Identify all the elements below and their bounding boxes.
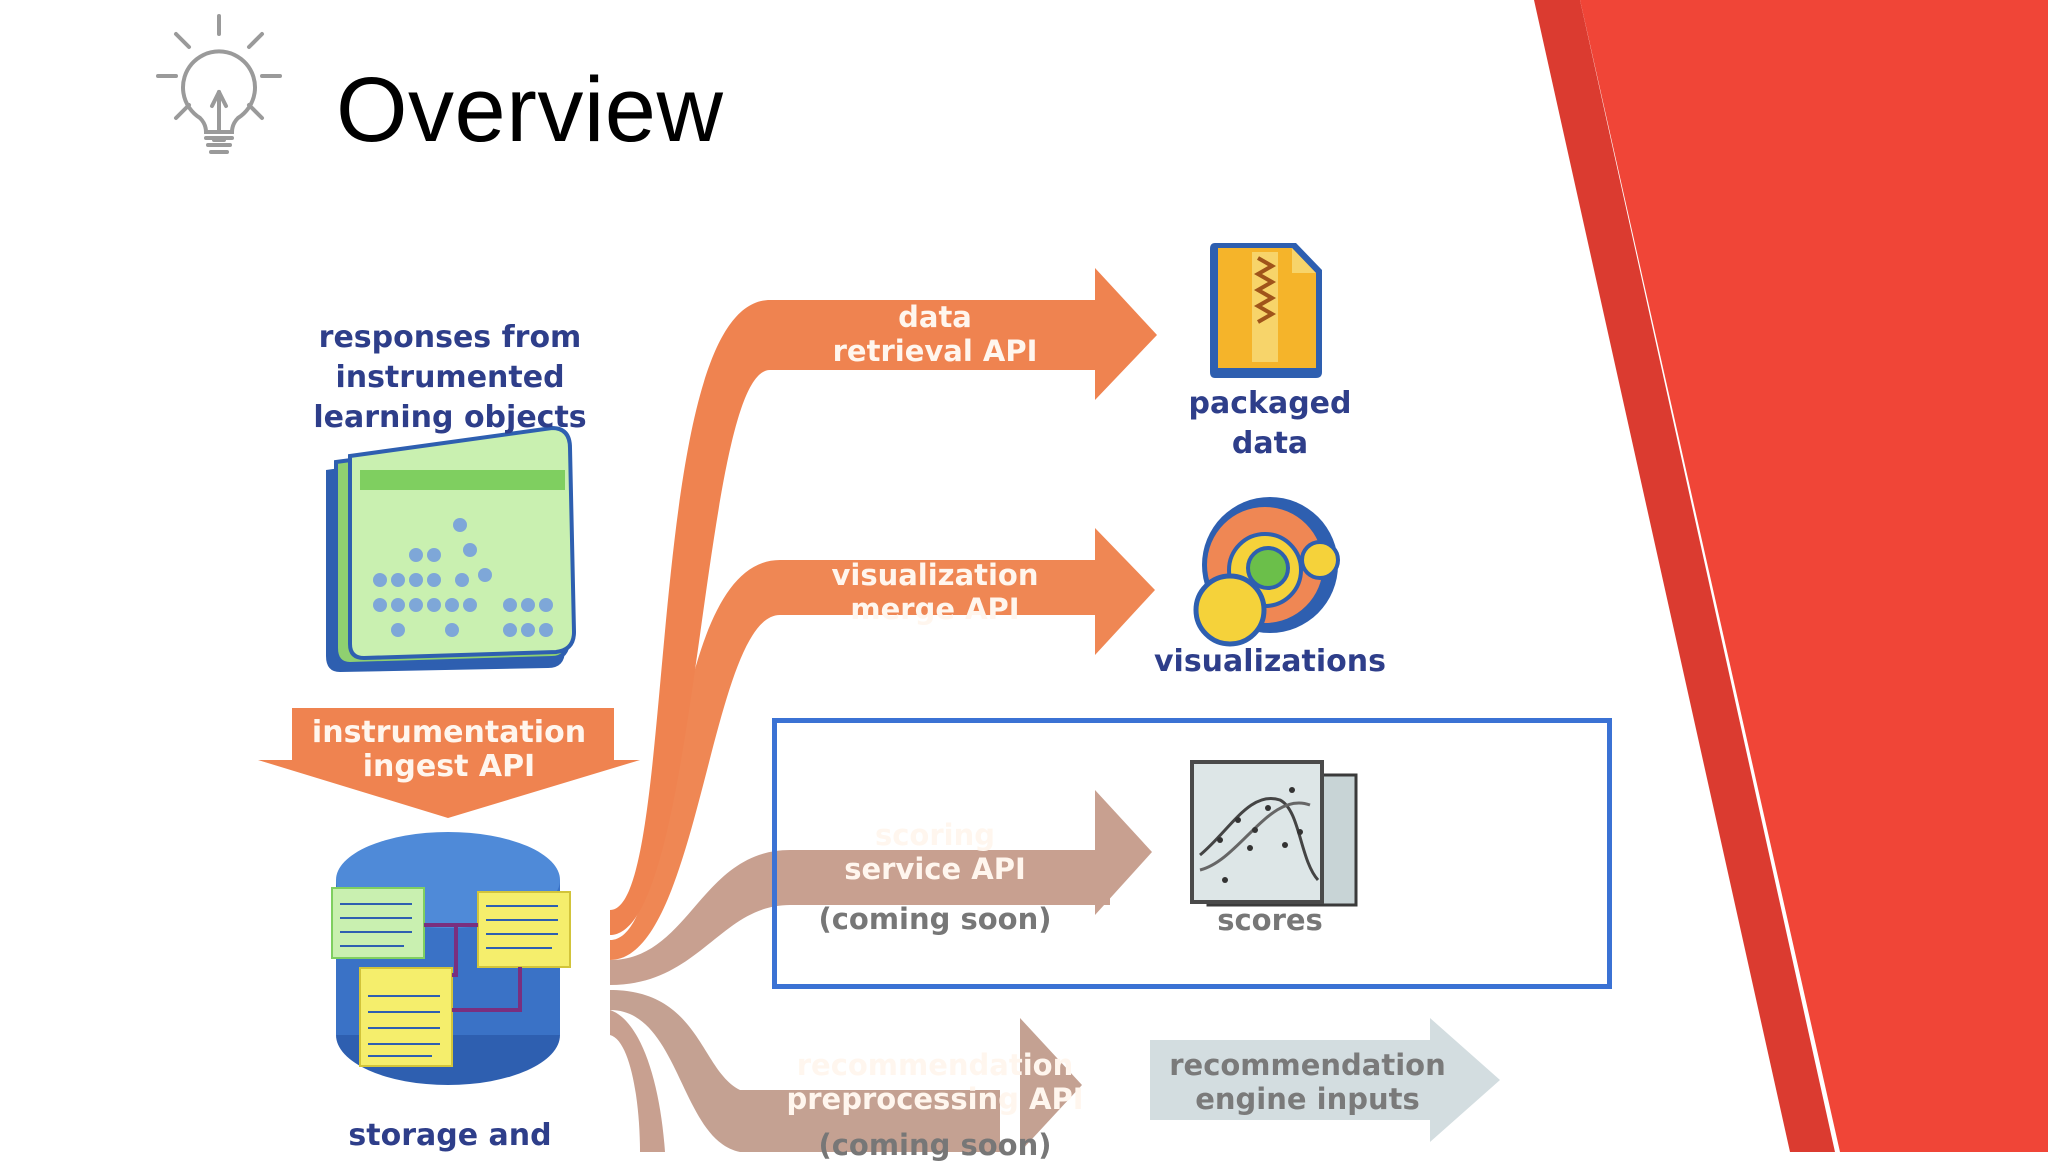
ingest-api-label-line: ingest API (362, 749, 536, 784)
flow-label-data-retrieval: data retrieval API (800, 300, 1070, 368)
arrow-icon (1150, 1018, 1500, 1142)
learning-objects-icon (326, 425, 577, 672)
flow-ribbon-visualization (610, 560, 1110, 960)
output-label-line: scores (1217, 903, 1323, 937)
flow-ribbon-recommendation (610, 990, 1000, 1152)
output-label-packaged-data: packaged data (1160, 384, 1380, 464)
flow-label-line: retrieval API (832, 334, 1038, 368)
zip-file-icon (1210, 243, 1322, 378)
lightbulb-icon (156, 14, 282, 154)
output-label-line: recommendation (1169, 1048, 1446, 1082)
flow-label-line: data (898, 300, 972, 334)
arrow-head-scoring (1095, 790, 1152, 915)
flow-note-scoring: (coming soon) (818, 902, 1052, 936)
output-label-recommendation-engine: recommendation engine inputs (1150, 1048, 1465, 1116)
accent-panel-dark (1534, 0, 1835, 1152)
scatter-plot-icon (1190, 760, 1358, 907)
output-label-line: data (1231, 426, 1309, 461)
flow-label-visualization: visualization merge API (800, 558, 1070, 626)
arrow-head-visualization (1095, 528, 1155, 655)
flow-label-line: merge API (850, 592, 1020, 626)
ingest-api-label-line: instrumentation (311, 715, 587, 750)
storage-label-line: storage and (348, 1118, 552, 1153)
ingest-api-label: instrumentation ingest API (298, 716, 600, 784)
output-label-line: visualizations (1153, 644, 1387, 679)
flow-label-recommendation: recommendation preprocessing API (770, 1048, 1100, 1116)
flow-label-line: preprocessing API (786, 1082, 1084, 1116)
flow-label-line: recommendation (796, 1048, 1074, 1082)
venn-circles-icon (1193, 497, 1340, 647)
flow-ribbon-scoring (610, 850, 1110, 985)
slide-title: Overview (336, 59, 724, 161)
highlight-box-scoring (772, 718, 1612, 989)
output-label-line: engine inputs (1195, 1082, 1420, 1116)
flow-label-line: scoring (874, 818, 996, 852)
ingest-arrow (258, 708, 640, 818)
output-label-scores: scores (1170, 902, 1370, 938)
source-label: responses from instrumented learning obj… (300, 318, 600, 438)
flow-note-recommendation: (coming soon) (818, 1128, 1052, 1162)
accent-panel (1580, 0, 2048, 1152)
flow-label-scoring: scoring service API (800, 818, 1070, 886)
source-label-line: learning objects (313, 400, 587, 435)
flow-ribbon-tail (610, 1010, 665, 1152)
source-label-line: responses from (318, 320, 582, 355)
output-label-visualizations: visualizations (1120, 642, 1420, 682)
flow-label-line: visualization (831, 558, 1039, 592)
arrow-head-recommendation (1020, 1018, 1082, 1152)
storage-database-icon (331, 832, 571, 1085)
source-label-line: instrumented (335, 360, 565, 395)
output-label-line: packaged (1188, 386, 1352, 421)
flow-ribbon-retrieval (610, 300, 1110, 935)
arrow-head-retrieval (1095, 268, 1157, 400)
flow-label-line: service API (844, 852, 1026, 886)
storage-label: storage and (320, 1118, 580, 1154)
